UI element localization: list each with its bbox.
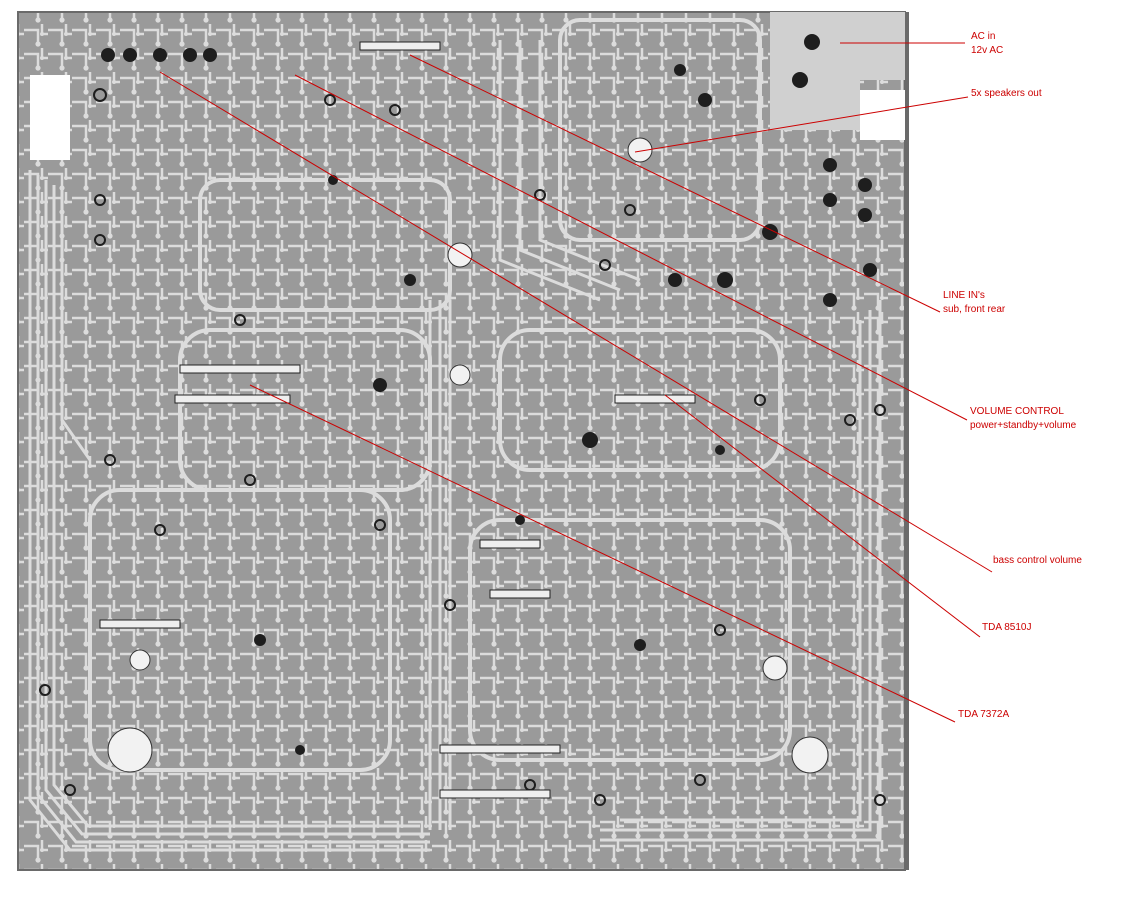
label-ac-in: AC in 12v AC [971,31,1004,56]
leader-volume-control [294,74,968,421]
leader-bass-control [159,71,993,573]
label-bass-control: bass control volume [993,555,1082,566]
label-volume-control: VOLUME CONTROL power+standby+volume [970,406,1077,431]
leader-tda7372a [249,384,956,723]
label-tda8510j: TDA 8510J [982,622,1032,633]
label-line-in: LINE IN's sub, front rear [943,290,1006,315]
leader-speakers-out [634,96,969,153]
circuit-board [17,11,909,871]
label-speakers-out: 5x speakers out [971,88,1042,99]
label-tda7372a: TDA 7372A [958,709,1010,720]
leader-line-in [409,54,941,313]
leader-tda8510j [664,394,981,638]
